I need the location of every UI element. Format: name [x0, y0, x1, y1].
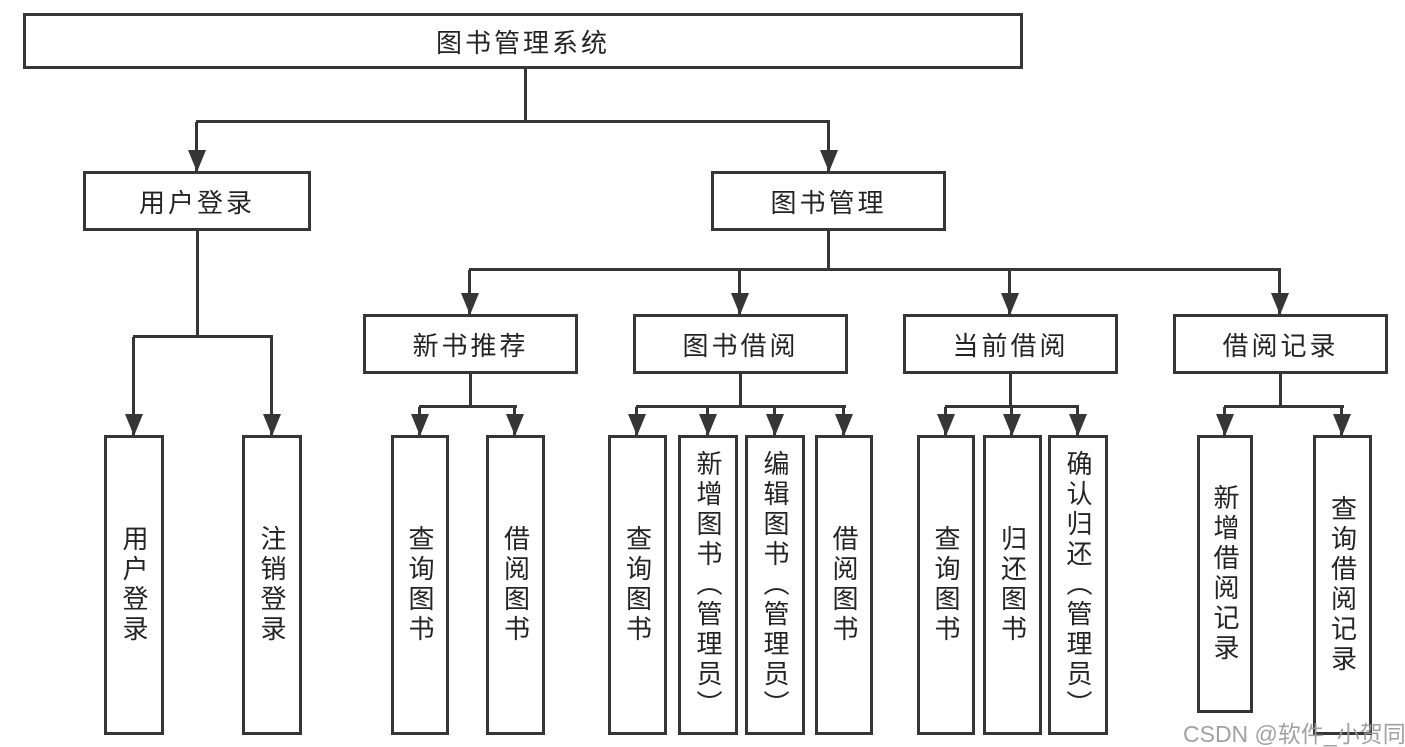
connector-level3-rail [469, 268, 1281, 271]
arrow-to-borrow-records [1270, 270, 1289, 315]
arrow-to-leaf-borrow-2 [834, 407, 853, 436]
arrow-to-current-borrow [1000, 270, 1019, 315]
connector-new-book-trunk [469, 374, 472, 408]
leaf-logout-login: 注销登录 [242, 435, 302, 735]
leaf-user-login: 用户登录 [104, 435, 164, 735]
leaf-confirm-return-admin: 确认归还（管理员） [1048, 435, 1108, 735]
arrow-to-leaf-confirm-return [1068, 407, 1087, 436]
arrow-to-new-book [460, 270, 479, 315]
connector-book-borrow-rail [636, 405, 846, 408]
arrow-to-leaf-add-book [698, 407, 717, 436]
watermark-text: CSDN @软件_小贺同学 [1183, 721, 1405, 747]
arrow-to-leaf-return [1002, 407, 1021, 436]
arrow-to-leaf-logout [262, 337, 281, 436]
leaf-query-books-recommend: 查询图书 [391, 435, 449, 735]
node-borrowing-records: 借阅记录 [1173, 314, 1388, 374]
arrow-to-book-borrow [730, 270, 749, 315]
node-book-management: 图书管理 [711, 171, 946, 231]
connector-user-login-trunk [196, 231, 199, 338]
leaf-add-borrow-record: 新增借阅记录 [1197, 435, 1253, 713]
node-current-borrowing: 当前借阅 [903, 314, 1118, 374]
connector-current-borrow-trunk [1009, 374, 1012, 408]
leaf-query-borrow-record: 查询借阅记录 [1313, 435, 1372, 735]
connector-borrow-records-trunk [1279, 374, 1282, 408]
node-library-management-system: 图书管理系统 [23, 13, 1023, 69]
arrow-to-user-login [187, 122, 206, 172]
arrow-to-leaf-query-3 [936, 407, 955, 436]
leaf-query-books-borrowing: 查询图书 [608, 435, 667, 735]
leaf-add-books-admin: 新增图书（管理员） [678, 435, 738, 735]
connector-root-trunk [524, 69, 527, 123]
leaf-query-books-current: 查询图书 [917, 435, 975, 735]
node-book-borrowing: 图书借阅 [633, 314, 848, 374]
node-new-book-recommendation: 新书推荐 [363, 314, 578, 374]
connector-current-borrow-rail [945, 405, 1079, 408]
leaf-return-books: 归还图书 [983, 435, 1042, 735]
leaf-borrow-books-borrowing: 借阅图书 [815, 435, 873, 735]
connector-level2-rail [196, 120, 830, 123]
arrow-to-leaf-edit-book [765, 407, 784, 436]
arrow-to-leaf-borrow-1 [505, 407, 524, 436]
arrow-to-leaf-user-login [124, 337, 143, 436]
leaf-edit-books-admin: 编辑图书（管理员） [745, 435, 805, 735]
arrow-to-leaf-add-record [1215, 407, 1234, 436]
connector-book-mgmt-trunk [827, 231, 830, 271]
arrow-to-leaf-query-record [1332, 407, 1351, 436]
connector-new-book-rail [419, 405, 517, 408]
connector-user-login-rail [133, 335, 273, 338]
arrow-to-book-mgmt [819, 122, 838, 172]
arrow-to-leaf-query-2 [627, 407, 646, 436]
node-user-login: 用户登录 [83, 171, 311, 231]
leaf-borrow-books-recommend: 借阅图书 [486, 435, 545, 735]
connector-book-borrow-trunk [739, 374, 742, 408]
arrow-to-leaf-query-1 [410, 407, 429, 436]
connector-borrow-records-rail [1224, 405, 1344, 408]
